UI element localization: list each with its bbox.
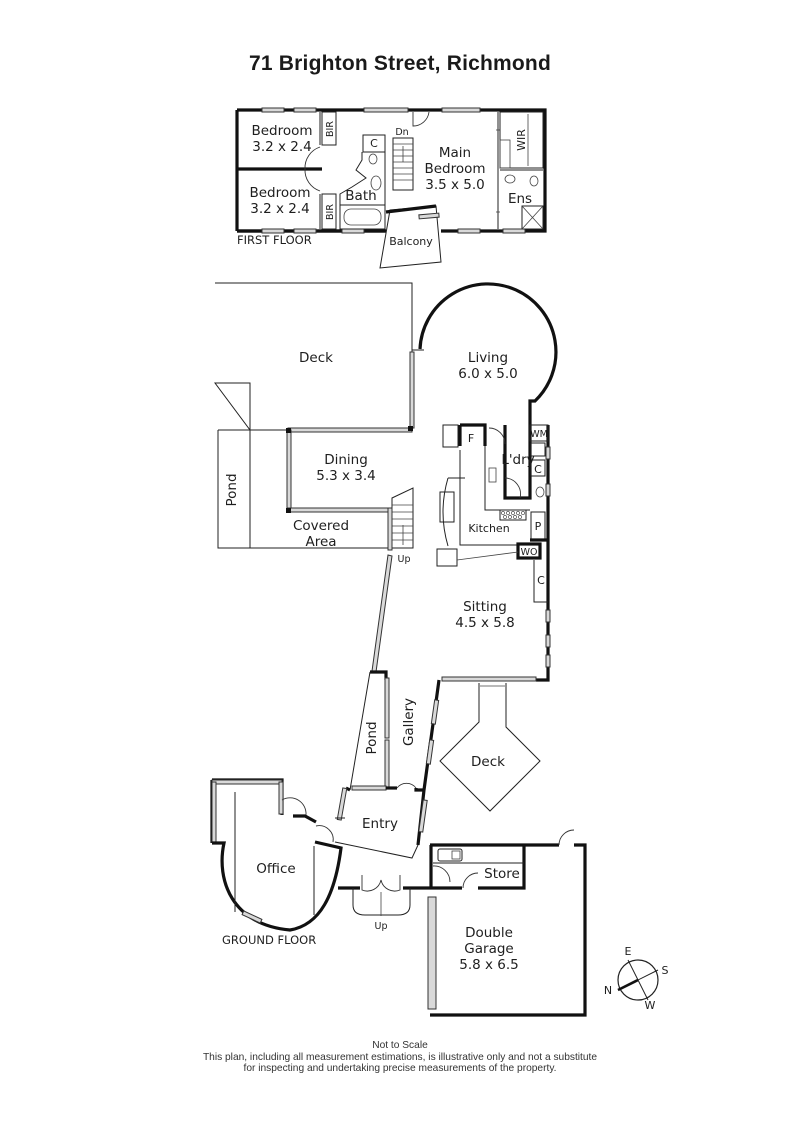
room-garage-name-2: Garage [464,941,513,957]
room-dining-size: 5.3 x 3.4 [316,468,376,484]
sitting-cupboard-label: C [537,574,545,587]
room-garage-size: 5.8 x 6.5 [459,957,519,973]
disclaimer-line-1: This plan, including all measurement est… [202,1051,598,1063]
first-floor-plan: Bedroom 3.2 x 2.4 Bedroom 3.2 x 2.4 BIR … [235,107,547,269]
ground-floor-plan: Deck Living 6.0 x 5.0 Pond Dining 5.3 x … [210,282,587,1017]
room-covered-area-2: Area [305,534,336,550]
room-bedroom-1-size: 3.2 x 2.4 [252,139,312,155]
wall-oven-label: WO [521,547,538,558]
room-bath: Bath [345,188,376,204]
room-living-name: Living [468,350,508,366]
room-garage-name-1: Double [465,925,513,941]
room-deck-diamond: Deck [471,754,505,770]
room-kitchen: Kitchen [468,522,509,535]
room-bir-1: BIR [325,121,336,137]
room-pond-left: Pond [224,473,240,506]
room-main-bedroom-name-2: Bedroom [424,161,485,177]
room-sitting-size: 4.5 x 5.8 [455,615,515,631]
not-to-scale-note: Not to Scale [372,1040,428,1051]
room-living-size: 6.0 x 5.0 [458,366,518,382]
room-store: Store [484,866,520,882]
room-deck-top: Deck [299,350,333,366]
stairs-up-label: Up [398,554,411,565]
front-steps-up-label: Up [375,921,388,932]
ground-floor-label: GROUND FLOOR [222,933,316,947]
room-bedroom-2-size: 3.2 x 2.4 [250,201,310,217]
pantry-label: P [535,520,542,533]
room-bedroom-2-name: Bedroom [249,185,310,201]
room-covered-area-1: Covered [293,518,349,534]
disclaimer-line-2: for inspecting and undertaking precise m… [243,1063,557,1074]
fridge-label: F [468,432,474,445]
room-main-bedroom-size: 3.5 x 5.0 [425,177,485,193]
compass-south: S [662,964,669,977]
room-cupboard: C [370,137,378,150]
laundry-cupboard-label: C [534,463,542,476]
washing-machine-label: WM [530,429,548,440]
compass-icon: E S N W [604,945,669,1012]
first-floor-label: FIRST FLOOR [237,233,312,247]
room-wir: WIR [515,129,528,151]
room-gallery: Gallery [401,698,417,746]
room-bedroom-1-name: Bedroom [251,123,312,139]
room-bir-2: BIR [325,204,336,220]
room-laundry: L'dry [501,452,534,468]
property-title: 71 Brighton Street, Richmond [249,52,551,75]
room-office: Office [256,861,295,877]
room-ensuite: Ens [508,191,532,207]
room-main-bedroom-name-1: Main [439,145,471,161]
stairs-down-label: Dn [395,127,408,138]
room-pond-mid: Pond [364,721,380,754]
room-sitting-name: Sitting [463,599,507,615]
room-dining-name: Dining [324,452,368,468]
compass-north: N [604,984,612,997]
room-entry: Entry [362,816,398,832]
compass-west: W [645,999,656,1012]
room-balcony: Balcony [389,235,433,248]
disclaimer: Not to Scale This plan, including all me… [0,1040,800,1075]
compass-east: E [625,945,632,958]
